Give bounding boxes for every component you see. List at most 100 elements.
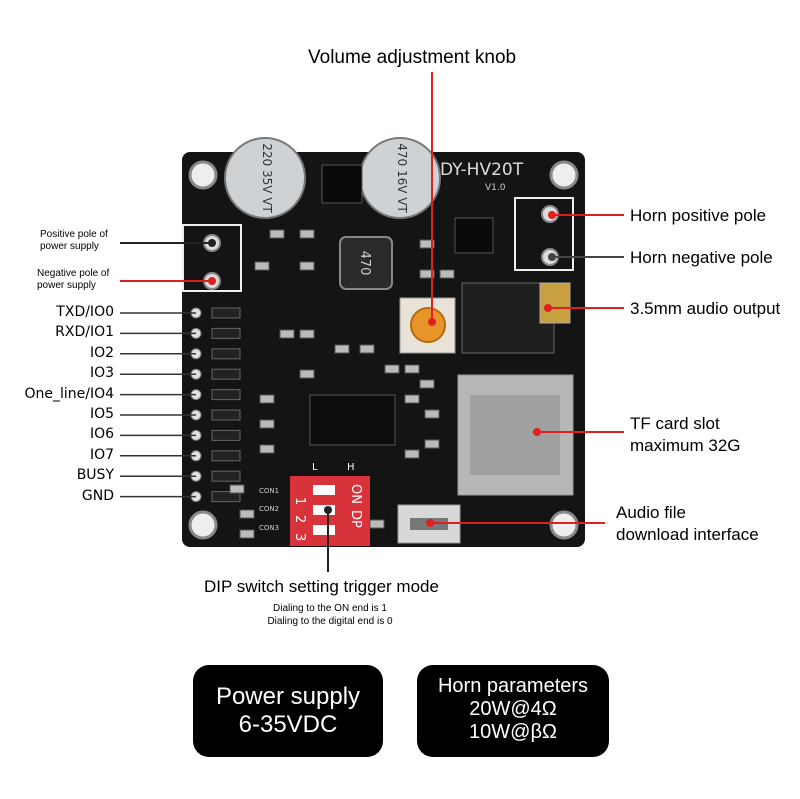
horn-terminal <box>514 197 574 271</box>
smd-part-4 <box>419 239 435 249</box>
pointer-usb-dot <box>426 519 434 527</box>
label-positive-pole-line1: Positive pole of <box>40 229 108 240</box>
mount-hole-bl <box>188 510 218 540</box>
pointer-power-neg-dot <box>208 277 216 285</box>
smd-part-10 <box>359 344 375 354</box>
power-supply-box: Power supply 6-35VDC <box>193 665 383 757</box>
inductor <box>339 236 393 290</box>
main-ic <box>309 394 396 446</box>
pointer-horn-neg-dot <box>548 253 556 261</box>
smd-part-11 <box>384 364 400 374</box>
label-audio-output: 3.5mm audio output <box>630 299 781 318</box>
pointer-tf-dot <box>533 428 541 436</box>
pin-resistor-8 <box>211 470 241 482</box>
label-negative-pole: Negative pole of power supply <box>37 268 109 292</box>
model-text: DY-HV20T <box>440 160 524 180</box>
pin-resistor-2 <box>211 348 241 360</box>
dip-h-text: H <box>347 462 355 473</box>
pin-label-8: BUSY <box>76 467 114 484</box>
dip-num-1: 1 <box>292 497 307 505</box>
label-usb: Audio file download interface <box>616 502 759 546</box>
pin-resistor-1 <box>211 327 241 339</box>
label-usb-line1: Audio file <box>616 503 686 522</box>
inductor-text: 470 <box>357 251 372 276</box>
pin-label-3: IO3 <box>89 365 114 382</box>
power-box-line2: 6-35VDC <box>238 711 338 738</box>
pin-resistor-5 <box>211 409 241 421</box>
label-tf-card: TF card slot maximum 32G <box>630 413 741 457</box>
dip-l-text: L <box>312 462 318 473</box>
smd-part-5 <box>419 269 435 279</box>
capacitor-right-text: 470 16V VT <box>395 143 409 213</box>
pointer-volume-dot <box>428 318 436 326</box>
smd-part-8 <box>299 329 315 339</box>
pointer-power-pos-dot <box>208 239 216 247</box>
pointer-audio-dot <box>544 304 552 312</box>
smd-part-23 <box>239 509 255 519</box>
horn-box-line1: Horn parameters <box>437 675 589 697</box>
smd-part-9 <box>334 344 350 354</box>
title-volume-knob: Volume adjustment knob <box>308 47 517 68</box>
dip-on-text: ON <box>348 484 363 504</box>
smd-part-21 <box>404 449 420 459</box>
smd-part-12 <box>404 364 420 374</box>
pin-resistor-0 <box>211 307 241 319</box>
pointer-horn-pos-dot <box>548 211 556 219</box>
smd-part-14 <box>424 409 440 419</box>
label-horn-positive: Horn positive pole <box>630 206 767 225</box>
smd-components <box>229 229 455 539</box>
audio-jack-port <box>539 282 571 324</box>
horn-box-line3: 10W@βΩ <box>469 721 557 743</box>
smd-part-2 <box>254 261 270 271</box>
pin-resistor-6 <box>211 429 241 441</box>
dip-num-3: 3 <box>292 533 307 541</box>
smd-part-18 <box>259 419 275 429</box>
horn-parameters-box: Horn parameters 20W@4Ω 10W@βΩ <box>417 665 609 757</box>
audio-jack <box>461 282 555 354</box>
pin-resistor-9 <box>211 491 241 503</box>
horn-box-line2: 20W@4Ω <box>469 698 557 720</box>
smd-part-19 <box>259 444 275 454</box>
dip-toggle-1 <box>313 485 335 495</box>
power-terminal <box>182 224 242 292</box>
pin-label-7: IO7 <box>89 446 114 463</box>
mount-hole-tr <box>549 160 579 190</box>
label-positive-pole-line2: power supply <box>40 241 99 252</box>
pointer-dip-dot <box>324 506 332 514</box>
smd-part-17 <box>259 394 275 404</box>
smd-part-22 <box>229 484 245 494</box>
label-tf-card-line1: TF card slot <box>630 414 720 433</box>
pin-label-9: GND <box>81 487 114 504</box>
label-positive-pole: Positive pole of power supply <box>40 229 108 253</box>
smd-part-7 <box>279 329 295 339</box>
smd-part-16 <box>299 369 315 379</box>
capacitor-left-text: 220 35V VT <box>260 143 274 213</box>
amp-ic <box>454 217 494 254</box>
volume-knob <box>410 307 446 343</box>
pin-resistor-4 <box>211 389 241 401</box>
smd-part-1 <box>299 229 315 239</box>
header-pins <box>190 307 241 503</box>
version-text: V1.0 <box>485 183 506 193</box>
label-usb-line2: download interface <box>616 525 759 544</box>
smd-part-6 <box>439 269 455 279</box>
smd-part-25 <box>239 529 255 539</box>
pin-resistor-7 <box>211 450 241 462</box>
pin-label-0: TXD/IO0 <box>56 304 114 320</box>
smd-part-0 <box>269 229 285 239</box>
pin-pointers <box>120 312 196 498</box>
smd-part-13 <box>419 379 435 389</box>
dip-num-2: 2 <box>292 515 307 523</box>
pin-label-2: IO2 <box>89 344 114 361</box>
pin-label-5: IO5 <box>89 406 114 422</box>
label-tf-card-line2: maximum 32G <box>630 436 741 455</box>
label-horn-negative: Horn negative pole <box>630 248 773 267</box>
con1-text: CON1 <box>259 487 279 495</box>
pin-label-1: RXD/IO1 <box>55 324 114 341</box>
label-dip-line2: Dialing to the digital end is 0 <box>267 616 393 627</box>
label-dip-lines: Dialing to the ON end is 1 Dialing to th… <box>200 602 460 628</box>
pin-label-6: IO6 <box>89 426 114 443</box>
dip-dp-text: DP <box>348 510 363 528</box>
smd-part-15 <box>424 439 440 449</box>
